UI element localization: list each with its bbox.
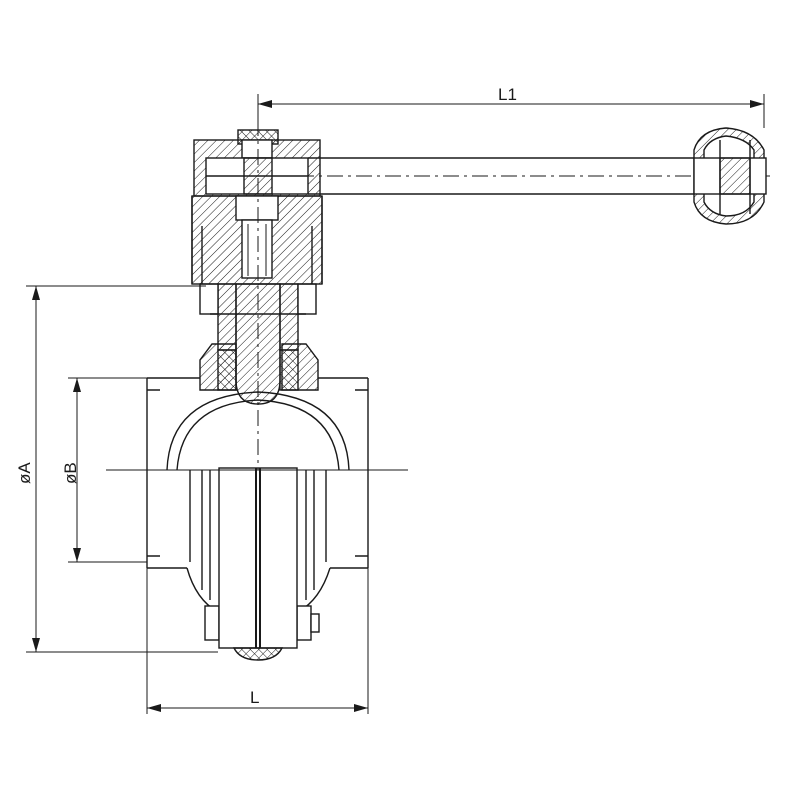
- handle-knob: [693, 127, 767, 225]
- handle-bar: [240, 157, 770, 195]
- dimension-l-label: L: [250, 688, 259, 707]
- dimension-b-label: øB: [61, 462, 80, 484]
- dimension-l1: L1: [257, 85, 765, 128]
- center-lines: [106, 120, 408, 471]
- dimension-l1-label: L1: [498, 85, 517, 104]
- dimension-a: øA: [15, 285, 218, 653]
- valve-disc: [218, 467, 298, 661]
- dimension-l: L: [146, 568, 369, 714]
- dimension-b: øB: [61, 377, 147, 563]
- dimension-a-label: øA: [15, 462, 34, 484]
- handle-head: [191, 129, 323, 285]
